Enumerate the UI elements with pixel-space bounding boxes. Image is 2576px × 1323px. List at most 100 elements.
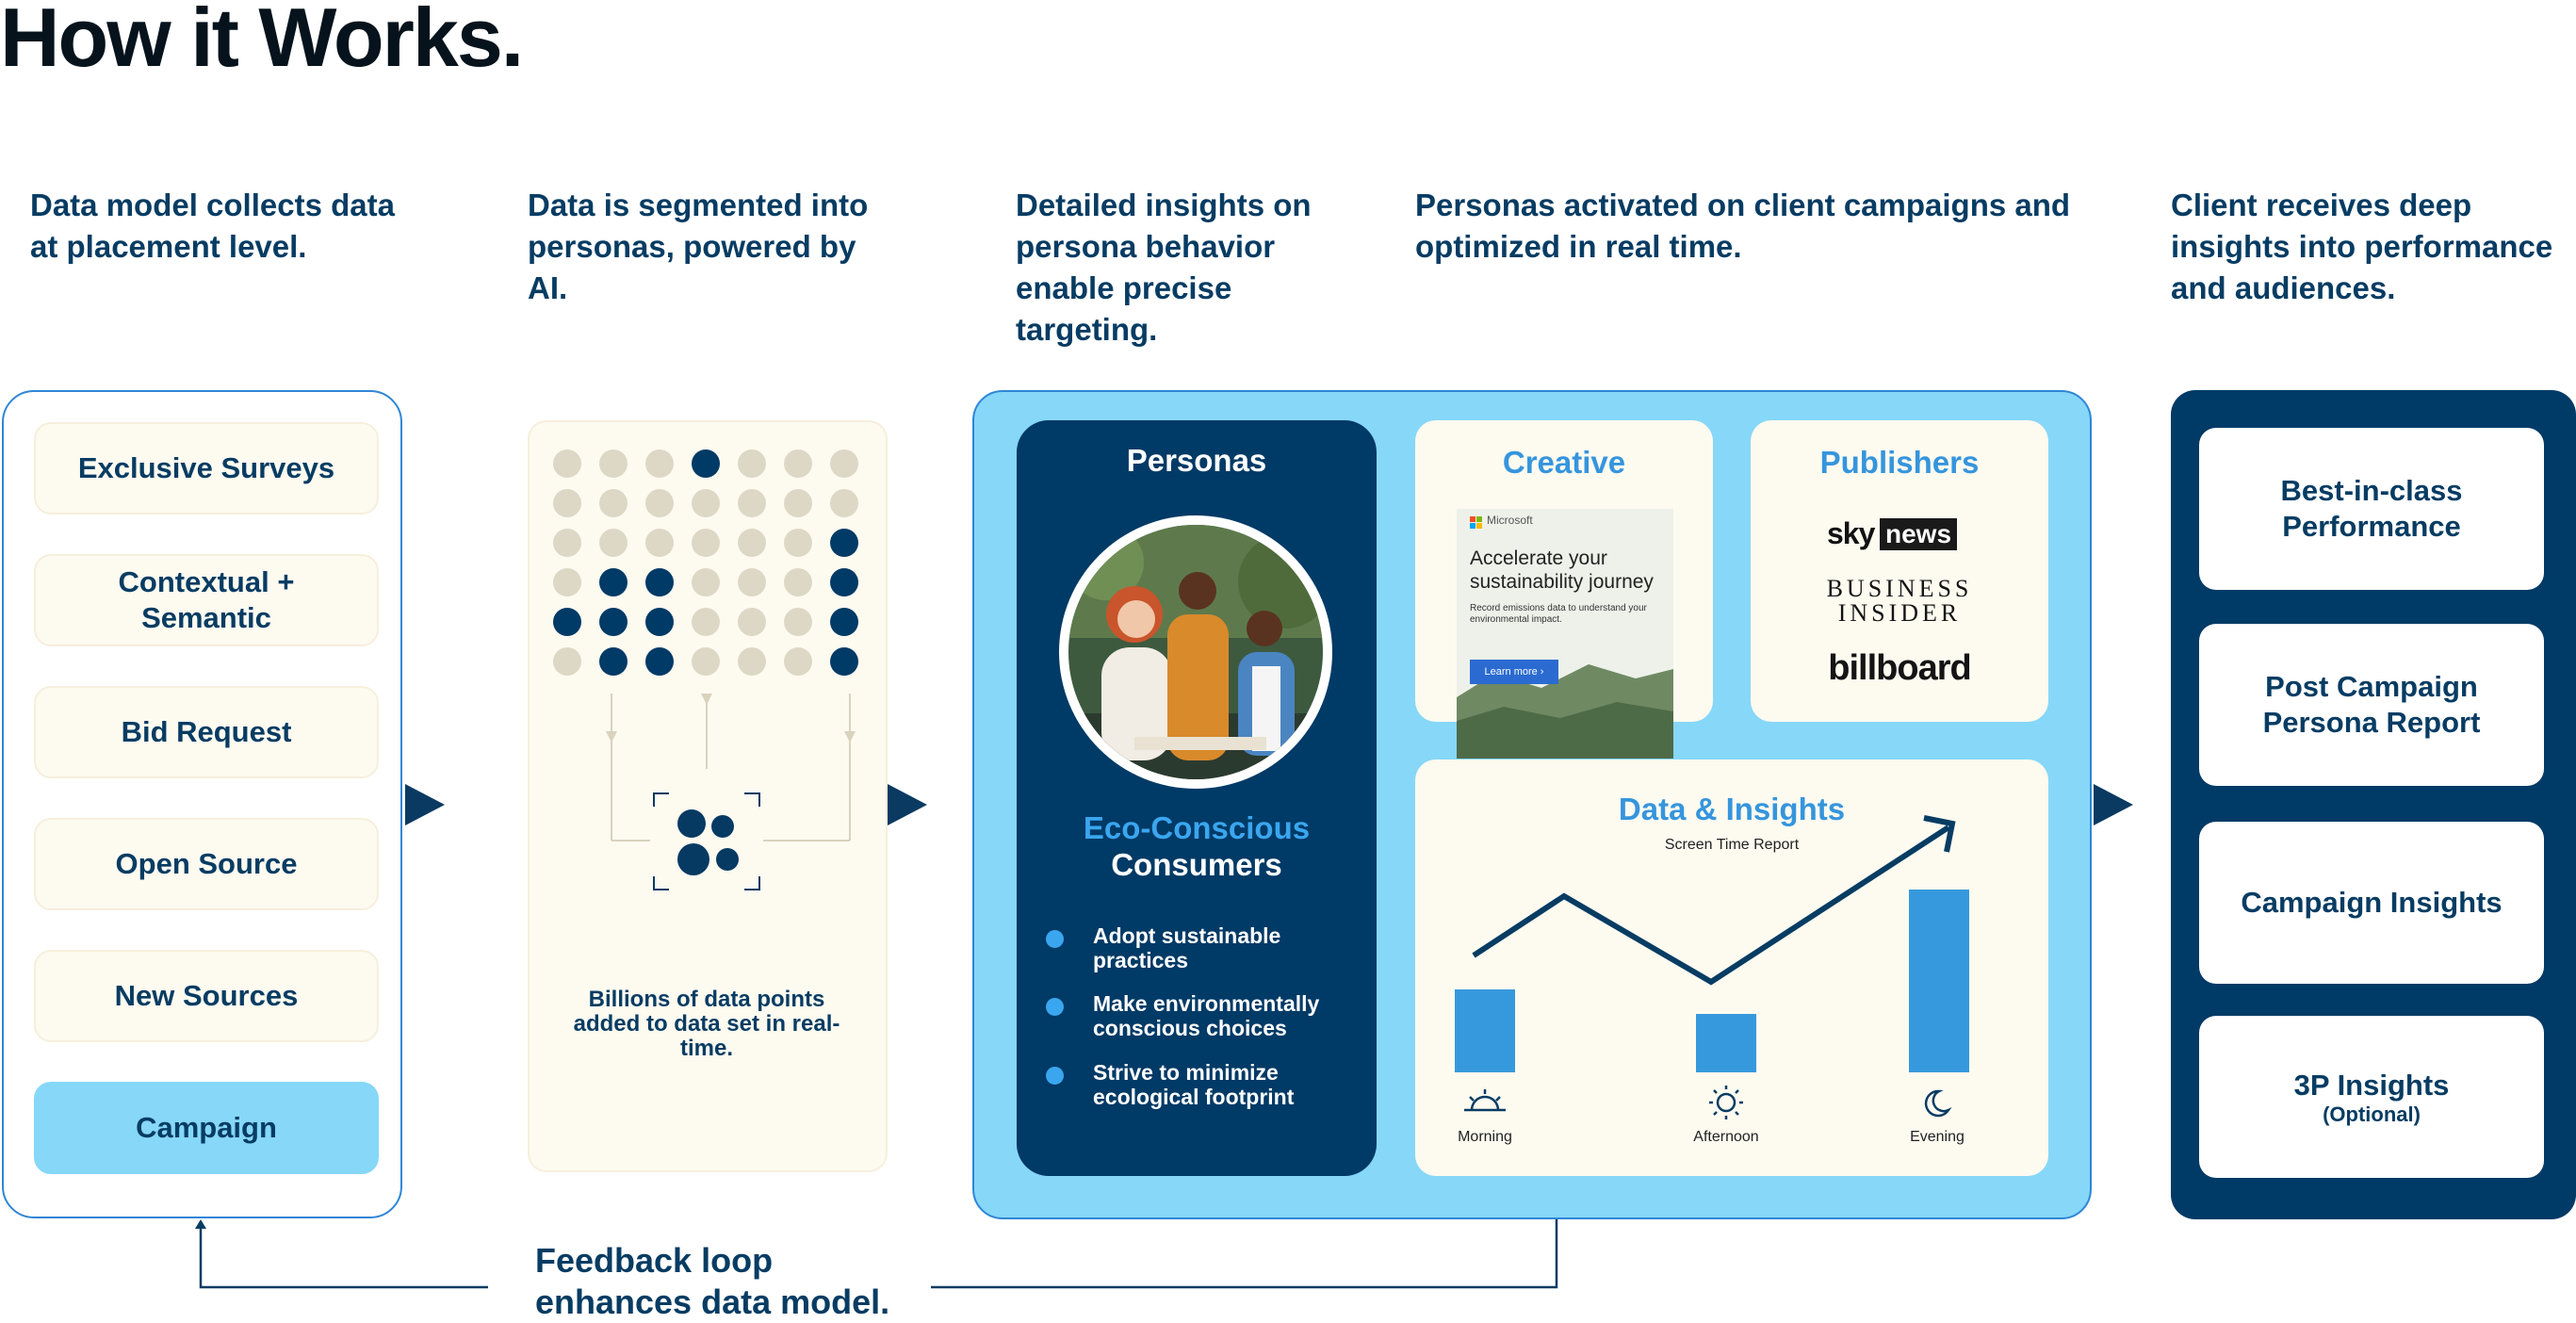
- campaign-source-card: Campaign: [34, 1082, 379, 1174]
- step-heading-insights: Detailed insights on persona behavior en…: [1016, 188, 1312, 347]
- deliverable-label: Post Campaign Persona Report: [2262, 670, 2481, 739]
- data-point-dot: [645, 449, 674, 478]
- ad-creative-preview: Microsoft Accelerate your sustainability…: [1457, 509, 1673, 759]
- data-point-dot: [738, 608, 766, 636]
- data-point-dot: [738, 529, 766, 557]
- source-card-label: Contextual + Semantic: [118, 565, 295, 634]
- data-point-dot: [599, 489, 628, 517]
- ad-headline: Accelerate your sustainability journey: [1470, 547, 1654, 593]
- data-point-dot: [784, 647, 812, 676]
- data-point-dot: [784, 529, 812, 557]
- deliverable-label: Campaign Insights: [2241, 886, 2503, 919]
- persona-trait-text: Make environmentally conscious choices: [1093, 991, 1320, 1040]
- feedback-arrowhead-icon: [195, 1219, 206, 1229]
- trend-line: [1472, 825, 1950, 986]
- data-point-dot: [645, 568, 674, 596]
- data-point-dot: [553, 608, 581, 636]
- data-point-dot: [784, 489, 812, 517]
- time-label-afternoon: Afternoon: [1693, 1129, 1759, 1145]
- focus-bracket-icon: [653, 792, 760, 890]
- business-insider-line1: BUSINESS: [1826, 575, 1973, 602]
- time-label-evening: Evening: [1910, 1129, 1965, 1145]
- segmentation-caption: Billions of data points added to data se…: [573, 987, 840, 1061]
- data-point-dot: [599, 568, 628, 596]
- data-point-dot: [830, 489, 858, 517]
- business-insider-line2: INSIDER: [1837, 599, 1962, 627]
- source-card: Contextual + Semantic: [34, 554, 379, 646]
- business-insider-logo: BUSINESS INSIDER: [1751, 577, 2048, 626]
- data-point-dot: [784, 608, 812, 636]
- news-logo-text: news: [1880, 518, 1958, 550]
- persona-trait: Adopt sustainable practices: [1046, 923, 1366, 976]
- data-point-dot: [830, 529, 858, 557]
- data-point-dot: [645, 529, 674, 557]
- data-point-dot: [553, 647, 581, 676]
- source-card: Open Source: [34, 818, 379, 910]
- deliverable-card: Best-in-class Performance: [2199, 428, 2544, 590]
- deliverable-card: 3P Insights (Optional): [2199, 1016, 2544, 1178]
- trend-arrowhead-icon: [1923, 815, 1956, 853]
- flow-arrow-icon: [888, 784, 927, 825]
- persona-trait-text: Adopt sustainable practices: [1093, 923, 1281, 972]
- data-sources-panel: Exclusive Surveys Contextual + Semantic …: [2, 390, 402, 1218]
- creative-title: Creative: [1502, 445, 1626, 480]
- moon-icon: [1924, 1089, 1952, 1118]
- step-heading-activate: Personas activated on client campaigns a…: [1415, 188, 2071, 264]
- feedback-line1: Feedback loop: [535, 1241, 774, 1280]
- data-point-dot: [553, 568, 581, 596]
- data-point-dot: [599, 529, 628, 557]
- ad-brand: Microsoft: [1487, 514, 1533, 527]
- data-point-dot: [738, 647, 766, 676]
- persona-trait-text: Strive to minimize ecological footprint: [1093, 1060, 1295, 1109]
- data-point-dot: [692, 489, 720, 517]
- billboard-logo: billboard: [1828, 648, 1971, 688]
- data-point-dot: [645, 647, 674, 676]
- source-card: New Sources: [34, 950, 379, 1042]
- bullet-icon: [1046, 998, 1064, 1016]
- persona-segment-name-line2: Consumers: [1111, 847, 1282, 882]
- microsoft-logo-icon: [1470, 516, 1482, 529]
- data-point-dot: [738, 489, 766, 517]
- data-point-dot: [553, 489, 581, 517]
- data-point-dot: [553, 529, 581, 557]
- data-insights-subtitle: Screen Time Report: [1664, 837, 1800, 853]
- deliverable-card: Post Campaign Persona Report: [2199, 624, 2544, 786]
- publishers-card: [1751, 420, 2048, 722]
- data-point-dot: [599, 449, 628, 478]
- data-point-dot: [738, 568, 766, 596]
- data-point-dot: [692, 529, 720, 557]
- deliverable-card: Campaign Insights: [2199, 822, 2544, 984]
- persona-photo: [1068, 525, 1323, 779]
- personas-title: Personas: [1126, 443, 1267, 478]
- afternoon-bar: [1696, 1014, 1756, 1072]
- cluster-icon: [677, 809, 739, 875]
- sun-icon: [1709, 1086, 1743, 1119]
- data-point-dot: [599, 608, 628, 636]
- data-point-dot: [738, 449, 766, 478]
- data-insights-title: Data & Insights: [1618, 792, 1846, 826]
- ad-cta-button[interactable]: Learn more ›: [1470, 660, 1558, 684]
- bullet-icon: [1046, 1067, 1064, 1085]
- data-point-dot: [830, 608, 858, 636]
- data-point-dot: [830, 449, 858, 478]
- persona-dot-matrix: [553, 449, 858, 890]
- flow-arrow-icon: [405, 784, 445, 825]
- deliverable-label: 3P Insights: [2293, 1069, 2450, 1102]
- feedback-line2: enhances data model.: [535, 1282, 890, 1321]
- step-heading-segment: Data is segmented into personas, powered…: [528, 188, 869, 305]
- data-point-dot: [645, 489, 674, 517]
- deliverable-sublabel: (Optional): [2323, 1102, 2421, 1126]
- sky-news-logo: sky news: [1825, 516, 1966, 554]
- ad-body: Record emissions data to understand your…: [1470, 603, 1647, 625]
- flow-arrow-icon: [2094, 784, 2133, 825]
- persona-trait: Make environmentally conscious choices: [1046, 991, 1366, 1044]
- data-point-dot: [784, 568, 812, 596]
- data-point-dot: [830, 647, 858, 676]
- persona-segment-name: Eco-Conscious: [1083, 810, 1311, 845]
- feedback-loop-connector: [195, 1219, 1558, 1289]
- deliverable-label: Best-in-class Performance: [2280, 474, 2463, 543]
- evening-bar: [1909, 890, 1969, 1072]
- morning-bar: [1455, 989, 1515, 1072]
- source-card: Exclusive Surveys: [34, 422, 379, 514]
- data-point-dot: [599, 647, 628, 676]
